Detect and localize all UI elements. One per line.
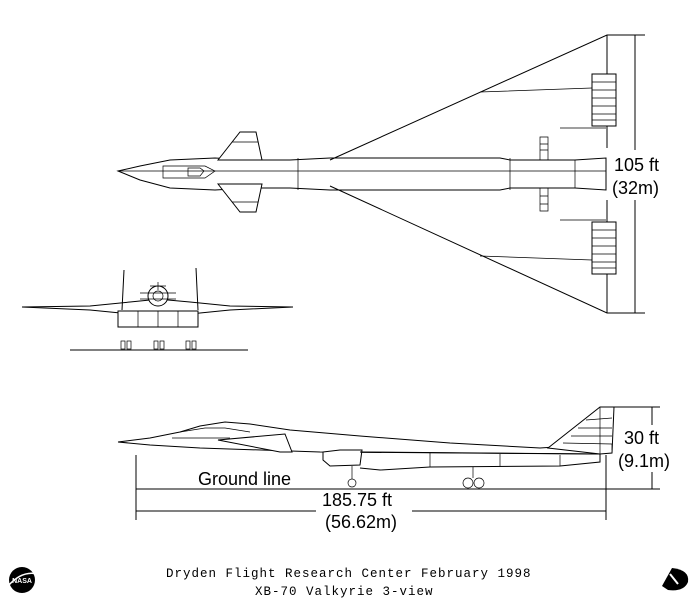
height-m: (9.1m) (618, 451, 670, 471)
top-view (116, 34, 645, 314)
top-canard-upper (216, 131, 263, 161)
top-canard-lower (216, 183, 263, 213)
length-ft: 185.75 ft (322, 490, 392, 510)
height-ft: 30 ft (624, 428, 659, 448)
side-vertical-tail (546, 406, 615, 455)
footer-title: XB-70 Valkyrie 3-view (255, 585, 434, 599)
side-intake (322, 449, 363, 467)
ground-line-label: Ground line (198, 469, 291, 489)
side-view (117, 406, 660, 520)
span-ft: 105 ft (614, 155, 659, 175)
svg-text:NASA: NASA (12, 578, 32, 585)
footer-credit: Dryden Flight Research Center February 1… (166, 567, 532, 581)
length-m: (56.62m) (325, 512, 397, 532)
nasa-logo: NASA (7, 567, 39, 593)
span-m: (32m) (612, 178, 659, 198)
top-wingtip-upper (591, 73, 617, 127)
front-view (21, 267, 294, 351)
dryden-logo (662, 568, 689, 591)
top-wingtip-lower (591, 221, 617, 275)
side-canard (217, 433, 293, 453)
